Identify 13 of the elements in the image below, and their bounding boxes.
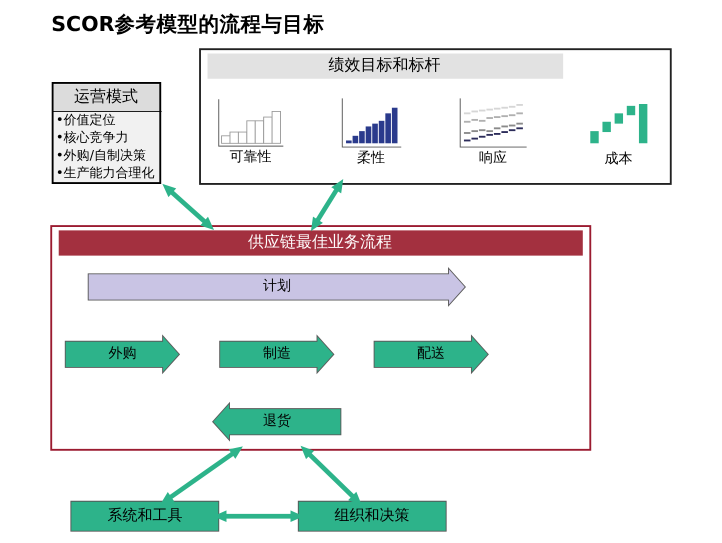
node-label: 成本 — [604, 150, 632, 167]
node-picture — [218, 98, 284, 147]
node-box: 组织和决策 — [298, 500, 447, 532]
diagram-title: SCOR参考模型的流程与目标 — [51, 12, 324, 36]
node-box: 系统和工具 — [70, 500, 220, 532]
arrow — [162, 184, 214, 230]
node-label: 响应 — [478, 150, 507, 166]
node-label: 可靠性 — [230, 149, 272, 166]
arrow — [310, 179, 344, 232]
node-picture — [460, 98, 528, 148]
arrow — [160, 446, 243, 504]
node-picture — [342, 98, 402, 148]
node-label: 柔性 — [357, 150, 386, 166]
